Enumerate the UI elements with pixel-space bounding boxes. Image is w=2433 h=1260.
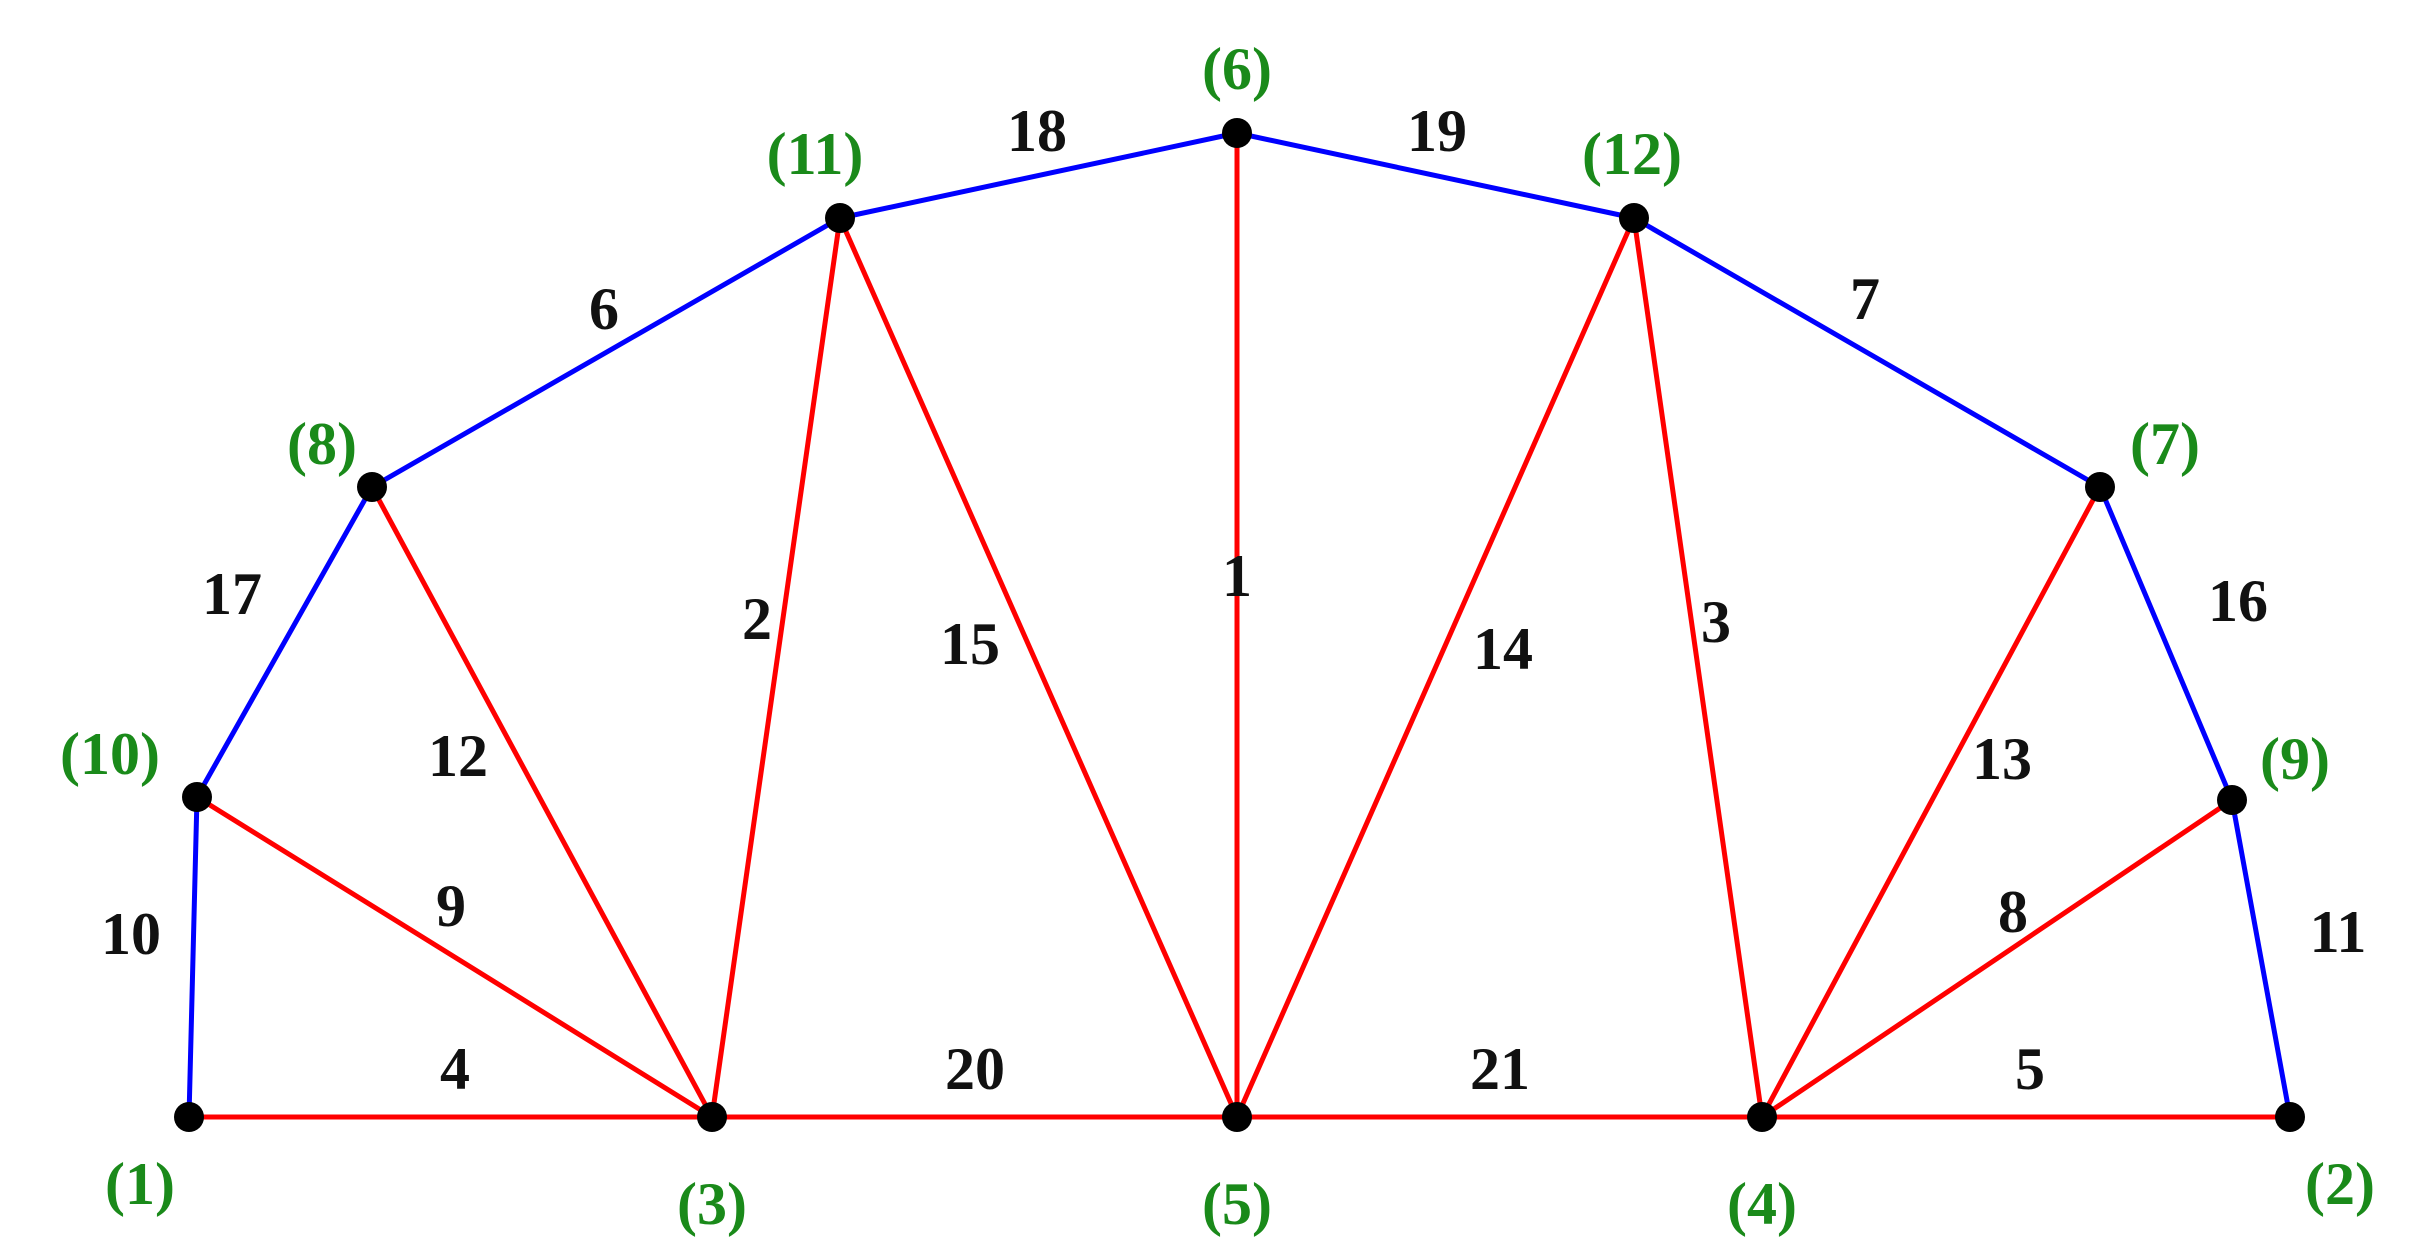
member-14-label: 14 bbox=[1473, 616, 1533, 682]
node-6-label: (6) bbox=[1202, 36, 1272, 102]
node-2-label: (2) bbox=[2305, 1151, 2375, 1217]
member-1-label: 1 bbox=[1222, 543, 1252, 609]
member-7-line bbox=[1631, 215, 2103, 490]
node-4-label: (4) bbox=[1727, 1171, 1797, 1237]
member-6-line bbox=[369, 215, 843, 490]
member-13-line bbox=[1759, 484, 2103, 1120]
node-3-point bbox=[697, 1102, 727, 1132]
member-16-label: 16 bbox=[2208, 568, 2268, 634]
node-10-point bbox=[182, 782, 212, 812]
member-16-line bbox=[2097, 484, 2235, 803]
node-3-label: (3) bbox=[677, 1171, 747, 1237]
node-10-label: (10) bbox=[60, 721, 160, 787]
member-15-line bbox=[837, 215, 1240, 1120]
member-10-line bbox=[186, 794, 200, 1120]
member-15-label: 15 bbox=[940, 611, 1000, 677]
node-8-point bbox=[357, 472, 387, 502]
member-11-label: 11 bbox=[2310, 899, 2367, 965]
member-21-label: 21 bbox=[1470, 1036, 1530, 1102]
member-5-label: 5 bbox=[2015, 1036, 2045, 1102]
node-8-label: (8) bbox=[287, 411, 357, 477]
node-5-label: (5) bbox=[1202, 1171, 1272, 1237]
member-9-label: 9 bbox=[436, 873, 466, 939]
node-1-point bbox=[174, 1102, 204, 1132]
nodes-layer bbox=[174, 118, 2305, 1132]
node-9-label: (9) bbox=[2260, 726, 2330, 792]
member-19-label: 19 bbox=[1407, 98, 1467, 164]
node-9-point bbox=[2217, 785, 2247, 815]
member-9-line bbox=[194, 794, 715, 1120]
node-12-point bbox=[1619, 203, 1649, 233]
member-12-line bbox=[369, 484, 715, 1120]
member-10-label: 10 bbox=[101, 901, 161, 967]
member-19-line bbox=[1234, 130, 1637, 221]
member-18-line bbox=[837, 130, 1240, 221]
member-17-label: 17 bbox=[202, 561, 262, 627]
member-8-label: 8 bbox=[1998, 879, 2028, 945]
node-6-point bbox=[1222, 118, 1252, 148]
node-7-label: (7) bbox=[2130, 411, 2200, 477]
member-14-line bbox=[1234, 215, 1637, 1120]
member-20-label: 20 bbox=[945, 1036, 1005, 1102]
member-12-label: 12 bbox=[428, 723, 488, 789]
member-11-line bbox=[2229, 797, 2293, 1120]
node-11-label: (11) bbox=[767, 121, 864, 187]
member-13-label: 13 bbox=[1972, 726, 2032, 792]
member-2-label: 2 bbox=[742, 586, 772, 652]
member-17-line bbox=[194, 484, 375, 800]
node-11-point bbox=[825, 203, 855, 233]
members-layer bbox=[186, 130, 2293, 1120]
node-labels-layer: (1) (2) (3) (4) (5) (6) (7) (8) (9) (10) (11) (12) bbox=[60, 36, 2375, 1237]
node-5-point bbox=[1222, 1102, 1252, 1132]
member-3-label: 3 bbox=[1701, 589, 1731, 655]
member-7-label: 7 bbox=[1850, 266, 1880, 332]
member-2-line bbox=[709, 215, 843, 1120]
member-18-label: 18 bbox=[1007, 98, 1067, 164]
member-4-label: 4 bbox=[440, 1036, 470, 1102]
node-2-point bbox=[2275, 1102, 2305, 1132]
member-6-label: 6 bbox=[589, 276, 619, 342]
member-8-line bbox=[1759, 797, 2235, 1120]
node-4-point bbox=[1747, 1102, 1777, 1132]
node-12-label: (12) bbox=[1582, 121, 1682, 187]
node-7-point bbox=[2085, 472, 2115, 502]
member-3-line bbox=[1631, 215, 1765, 1120]
node-1-label: (1) bbox=[105, 1151, 175, 1217]
